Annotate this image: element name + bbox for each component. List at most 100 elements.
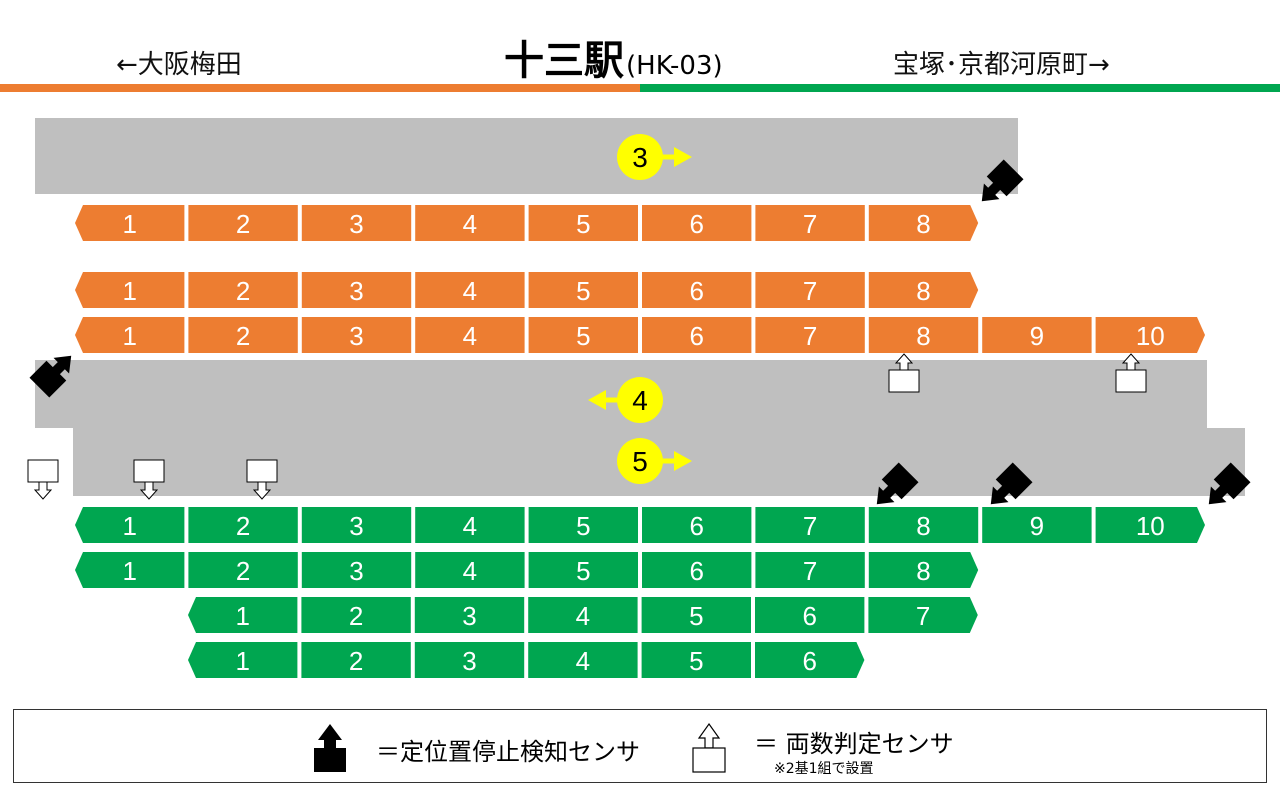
orange-train-2-car-number: 4	[463, 276, 477, 306]
direction-left-label: ←大阪梅田	[116, 50, 242, 80]
green-train-2-car-number: 5	[576, 556, 590, 586]
track-4-arrow-head	[588, 390, 606, 410]
green-train-3-car-2	[301, 597, 411, 633]
green-train-4-car-2	[301, 642, 411, 678]
orange-train-1-car-number: 6	[689, 209, 703, 239]
green-train-3-car-number: 4	[576, 601, 590, 631]
green-train-3-car-7	[868, 597, 978, 633]
track-5-marker	[617, 438, 663, 484]
green-train-4-car-number: 3	[462, 646, 476, 676]
track-3-number: 3	[632, 142, 648, 173]
green-train-4-car-number: 6	[802, 646, 816, 676]
orange-train-3-car-8	[868, 317, 979, 353]
green-train-1-car-number: 3	[349, 511, 363, 541]
green-train-1-car-number: 6	[689, 511, 703, 541]
green-train-3-car-3	[414, 597, 525, 633]
orange-train-1-car-7	[755, 205, 865, 241]
orange-train-3-car-5	[528, 317, 638, 353]
orange-train-3-car-number: 7	[803, 321, 817, 351]
station-code: (HK-03)	[626, 51, 723, 81]
track-3-marker	[617, 134, 663, 180]
green-train-2-car-number: 3	[349, 556, 363, 586]
green-train-1-car-number: 7	[803, 511, 817, 541]
green-train-3-car-1	[188, 597, 298, 633]
orange-train-1-car-6	[642, 205, 752, 241]
orange-train-1-car-4	[415, 205, 525, 241]
orange-train-1-car-number: 3	[349, 209, 363, 239]
green-train-1-car-6	[642, 507, 752, 543]
orange-train-1-car-number: 8	[916, 209, 930, 239]
orange-train-1-car-2	[188, 205, 298, 241]
orange-train-1-car-number: 5	[576, 209, 590, 239]
orange-train-3-car-number: 6	[689, 321, 703, 351]
orange-train-2-car-number: 3	[349, 276, 363, 306]
orange-train-3-car-number: 4	[463, 321, 477, 351]
orange-train-2-car-4	[415, 272, 525, 308]
green-train-2-car-1	[75, 552, 185, 588]
count-sensor-note: ※2基1組で設置	[774, 761, 874, 777]
orange-train-3-car-number: 8	[916, 321, 930, 351]
green-train-2-car-number: 6	[689, 556, 703, 586]
stop-sensor-label: ＝定位置停止検知センサ	[376, 738, 640, 766]
green-train-2-car-3	[301, 552, 412, 588]
green-train-4-car-1	[188, 642, 298, 678]
green-train-1-car-number: 10	[1136, 511, 1165, 541]
orange-train-3-car-number: 2	[236, 321, 250, 351]
orange-train-3-car-4	[415, 317, 525, 353]
orange-train-1-car-8	[868, 205, 979, 241]
orange-train-2-car-number: 8	[916, 276, 930, 306]
line-color-bar-right	[640, 84, 1280, 92]
green-train-4-car-number: 2	[349, 646, 363, 676]
count-sensor-icon	[246, 459, 278, 500]
orange-train-2-car-number: 7	[803, 276, 817, 306]
count-sensor-icon	[133, 459, 165, 500]
orange-train-3-car-7	[755, 317, 865, 353]
green-train-1-car-number: 1	[122, 511, 136, 541]
stop-sensor-icon	[1208, 462, 1251, 505]
orange-train-3-car-6	[642, 317, 752, 353]
orange-train-1-car-number: 4	[463, 209, 477, 239]
orange-train-1-car-number: 1	[122, 209, 136, 239]
orange-train-3-car-number: 5	[576, 321, 590, 351]
stop-sensor-icon	[29, 355, 72, 398]
green-train-2-car-number: 4	[463, 556, 477, 586]
track-3-arrow-head	[674, 147, 692, 167]
track-4-marker	[617, 377, 663, 423]
count-sensor-icon	[888, 353, 920, 393]
orange-train-1-car-5	[528, 205, 638, 241]
orange-train-1-car-number: 2	[236, 209, 250, 239]
station-title: 十三駅(HK-03)	[504, 28, 723, 86]
green-train-2-car-number: 7	[803, 556, 817, 586]
direction-right-label: 宝塚･京都河原町→	[893, 50, 1110, 80]
count-sensor-icon	[692, 722, 726, 773]
green-train-3-car-5	[641, 597, 751, 633]
green-train-2-car-4	[415, 552, 525, 588]
green-train-1-car-7	[755, 507, 865, 543]
orange-train-2-car-2	[188, 272, 298, 308]
orange-train-2-car-number: 2	[236, 276, 250, 306]
orange-train-1-car-3	[301, 205, 412, 241]
orange-train-3-car-number: 10	[1136, 321, 1165, 351]
track-5-arrow-head	[674, 451, 692, 471]
green-train-3-car-number: 2	[349, 601, 363, 631]
orange-train-2-car-7	[755, 272, 865, 308]
orange-train-3-car-10	[1095, 317, 1205, 353]
orange-train-2-car-number: 1	[122, 276, 136, 306]
green-train-2-car-2	[188, 552, 298, 588]
green-train-2-car-6	[642, 552, 752, 588]
green-train-2-car-number: 8	[916, 556, 930, 586]
green-train-3-car-number: 6	[802, 601, 816, 631]
orange-train-1-car-number: 7	[803, 209, 817, 239]
green-train-4-car-6	[755, 642, 865, 678]
orange-train-2-car-3	[301, 272, 412, 308]
green-train-3-car-number: 7	[916, 601, 930, 631]
green-train-2-car-number: 1	[122, 556, 136, 586]
green-train-1-car-number: 5	[576, 511, 590, 541]
green-train-2-car-number: 2	[236, 556, 250, 586]
green-train-3-car-number: 5	[689, 601, 703, 631]
green-train-3-car-number: 3	[462, 601, 476, 631]
green-train-4-car-5	[641, 642, 751, 678]
green-train-4-car-4	[528, 642, 638, 678]
